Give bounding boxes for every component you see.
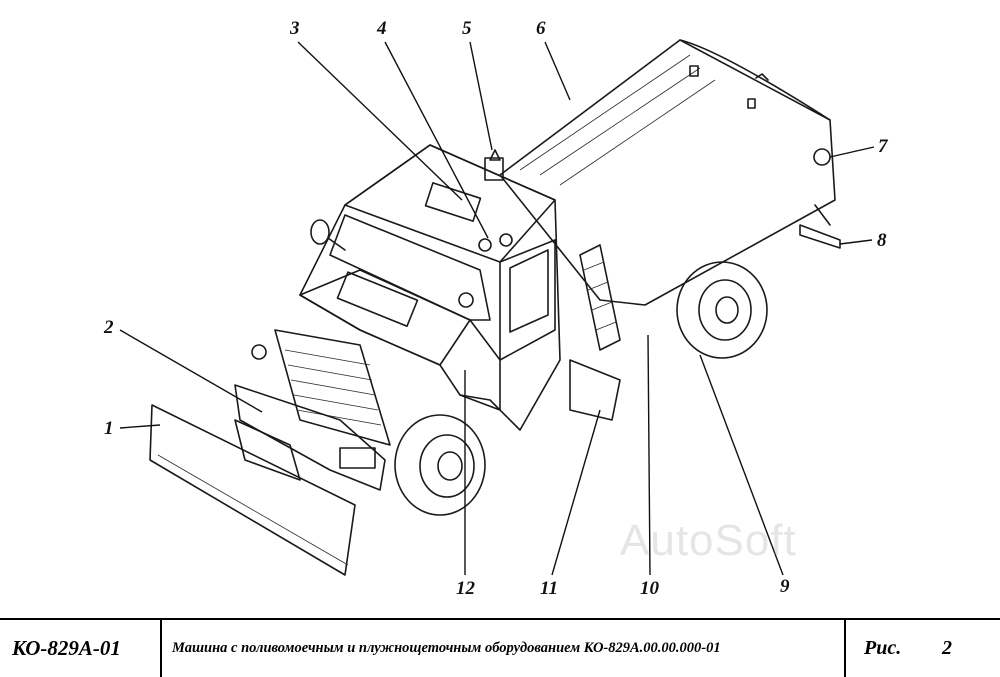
- callout-6: 6: [536, 18, 546, 39]
- ladder: [569, 244, 621, 421]
- callout-12: 12: [456, 578, 476, 599]
- figure-number: 2: [942, 637, 952, 659]
- drawing-description: Машина с поливомоечным и плужнощеточным …: [162, 620, 846, 677]
- plow-blade: [149, 404, 356, 576]
- callout-10: 10: [640, 578, 660, 599]
- tank-round-lamp: [813, 148, 831, 166]
- rear-pipe: [799, 204, 841, 249]
- front-bumper: [234, 384, 386, 491]
- front-wheel: [394, 414, 486, 516]
- callout-3: 3: [289, 18, 300, 39]
- leader-lines: [119, 41, 875, 576]
- hood-grille: [251, 269, 474, 446]
- callout-9: 9: [780, 576, 790, 597]
- title-block: КО-829А-01 Машина с поливомоечным и плуж…: [0, 618, 1000, 677]
- truck-drawing: 1 2 3 4 5 6 7 8 9 10 11 12: [103, 18, 889, 599]
- callout-11: 11: [540, 578, 558, 599]
- callout-2: 2: [103, 317, 114, 338]
- callout-numbers: 1 2 3 4 5 6 7 8 9 10 11 12: [103, 18, 889, 599]
- callout-7: 7: [878, 136, 889, 157]
- beacon-light: [484, 157, 504, 181]
- cab: [299, 144, 561, 431]
- rear-wheel: [676, 261, 768, 359]
- drawing-code: КО-829А-01: [0, 620, 162, 677]
- side-mirror: [310, 219, 346, 251]
- watermark: AutoSoft: [620, 516, 797, 565]
- callout-5: 5: [462, 18, 472, 39]
- callout-1: 1: [104, 418, 114, 439]
- callout-4: 4: [376, 18, 387, 39]
- callout-8: 8: [877, 230, 887, 251]
- figure-label: Рис.: [864, 637, 902, 659]
- tank: [499, 39, 836, 306]
